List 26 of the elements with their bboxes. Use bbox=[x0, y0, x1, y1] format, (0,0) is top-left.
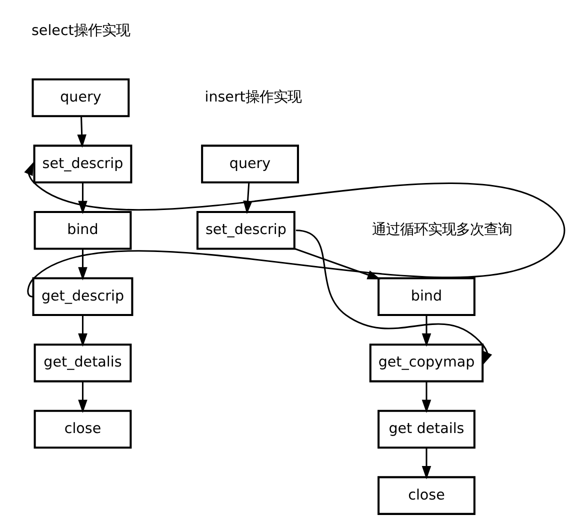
label: 通过循环实现多次查询 bbox=[371, 222, 512, 238]
node-box: close bbox=[377, 476, 475, 514]
node-box: bind bbox=[377, 276, 475, 316]
node-box: get_detalis bbox=[33, 343, 132, 382]
node-box: get_descrip bbox=[32, 276, 133, 316]
arrow bbox=[294, 248, 380, 279]
node-box: close bbox=[33, 409, 132, 448]
label: insert操作实现 bbox=[204, 89, 301, 106]
arrow bbox=[295, 229, 492, 365]
node-box: query bbox=[31, 78, 130, 117]
arrow bbox=[421, 314, 431, 346]
node-box: bind bbox=[33, 210, 132, 250]
arrow bbox=[78, 248, 87, 280]
arrow bbox=[242, 182, 252, 214]
arrow bbox=[24, 161, 565, 296]
arrow bbox=[421, 381, 431, 413]
node-box: set_descrip bbox=[32, 144, 132, 183]
arrow bbox=[78, 381, 87, 413]
arrow bbox=[78, 314, 87, 346]
node-box: get_copymap bbox=[368, 343, 484, 382]
node-box: get details bbox=[377, 409, 475, 448]
node-box: set_descrip bbox=[196, 210, 295, 250]
label: select操作实现 bbox=[31, 22, 130, 39]
arrow bbox=[421, 447, 431, 479]
node-box: query bbox=[200, 144, 298, 183]
arrow bbox=[76, 116, 86, 148]
